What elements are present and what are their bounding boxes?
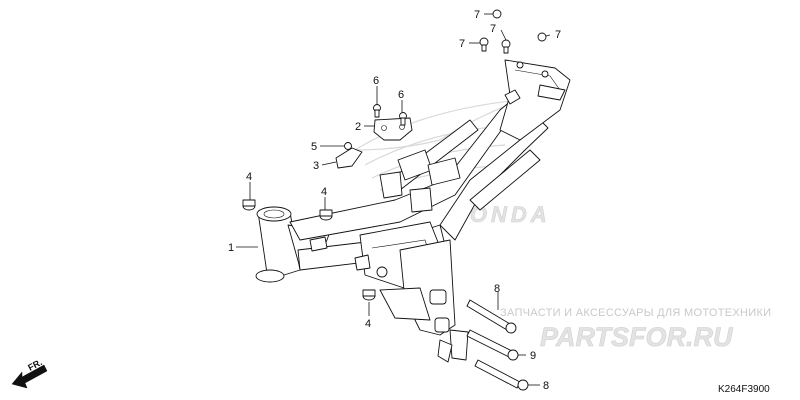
bolt-part-7b	[501, 39, 511, 54]
callout-4b: 4	[321, 186, 327, 198]
callout-7c: 7	[459, 38, 465, 50]
arrow-icon	[11, 364, 48, 389]
bracket-part-2	[373, 117, 413, 141]
callout-7d: 7	[555, 29, 561, 41]
bolt-part-8a	[466, 299, 517, 334]
callout-6b: 6	[398, 89, 404, 101]
bolt-part-7c	[479, 37, 489, 52]
bolt-part-5	[344, 142, 352, 150]
bolt-part-6a	[373, 104, 381, 118]
callout-1: 1	[228, 242, 234, 254]
diagram-code: K264F3900	[718, 384, 770, 395]
bolt-part-7d	[537, 32, 547, 42]
callout-7b: 7	[490, 23, 496, 35]
callout-4a: 4	[246, 171, 252, 183]
callout-3: 3	[313, 160, 319, 172]
bolt-part-6b	[399, 112, 407, 126]
collar-part-4a	[242, 199, 256, 211]
callout-7a: 7	[474, 9, 480, 21]
frame-body	[255, 59, 571, 363]
bolt-part-7a	[492, 9, 502, 19]
front-direction-arrow: FR.	[11, 357, 48, 389]
callout-5: 5	[311, 141, 317, 153]
watermark-caption: ЗАПЧАСТИ И АКСЕССУАРЫ ДЛЯ МОТОТЕХНИКИ	[500, 307, 771, 319]
collar-part-4b	[319, 209, 333, 221]
leader-lines	[236, 13, 551, 386]
callout-4c: 4	[365, 318, 371, 330]
bolt-part-9	[466, 329, 519, 361]
callout-9: 9	[530, 350, 536, 362]
bracket-part-3	[335, 147, 363, 169]
callout-6a: 6	[373, 75, 379, 87]
bolt-part-8b	[474, 359, 529, 391]
watermark-logo: PARTSFOR.RU	[540, 322, 734, 352]
collar-part-4c	[362, 289, 376, 301]
callout-2: 2	[355, 121, 361, 133]
callout-8a: 8	[494, 283, 500, 295]
callout-8b: 8	[543, 380, 549, 392]
